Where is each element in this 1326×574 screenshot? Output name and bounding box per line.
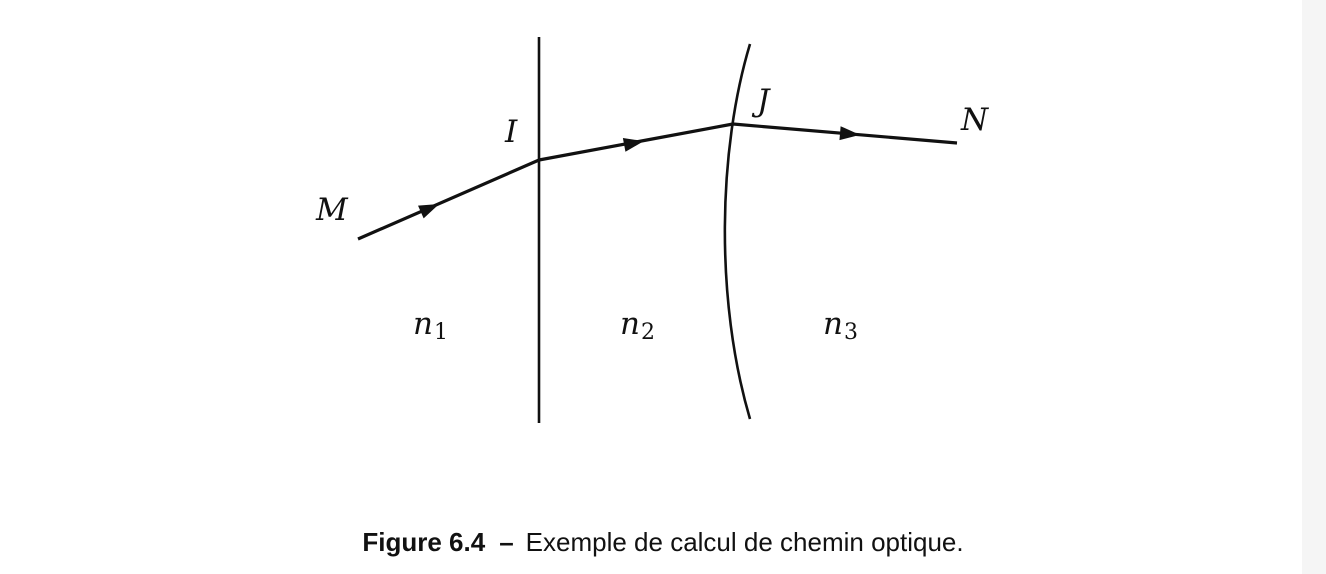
figure-number: Figure 6.4 bbox=[362, 527, 486, 557]
point-label-m: M bbox=[315, 192, 349, 228]
caption-dash: – bbox=[499, 527, 514, 557]
index-label-medium-2: n2 bbox=[620, 306, 655, 345]
index-label-medium-3: n3 bbox=[823, 306, 858, 345]
point-label-i: I bbox=[504, 114, 518, 150]
ray-arrow-segment-3 bbox=[839, 126, 860, 141]
ray-arrow-segment-2 bbox=[622, 137, 644, 152]
ray-arrow-segment-1 bbox=[418, 203, 440, 219]
caption-text: Exemple de calcul de chemin optique. bbox=[525, 527, 964, 557]
curved-interface-line bbox=[723, 43, 752, 420]
point-label-n: N bbox=[960, 102, 990, 138]
index-label-medium-1: n1 bbox=[413, 306, 448, 345]
light-ray-path bbox=[357, 122, 958, 241]
point-label-j: J bbox=[751, 83, 771, 119]
figure-caption: Figure 6.4–Exemple de calcul de chemin o… bbox=[0, 527, 1326, 558]
page-margin-strip bbox=[1302, 0, 1326, 574]
